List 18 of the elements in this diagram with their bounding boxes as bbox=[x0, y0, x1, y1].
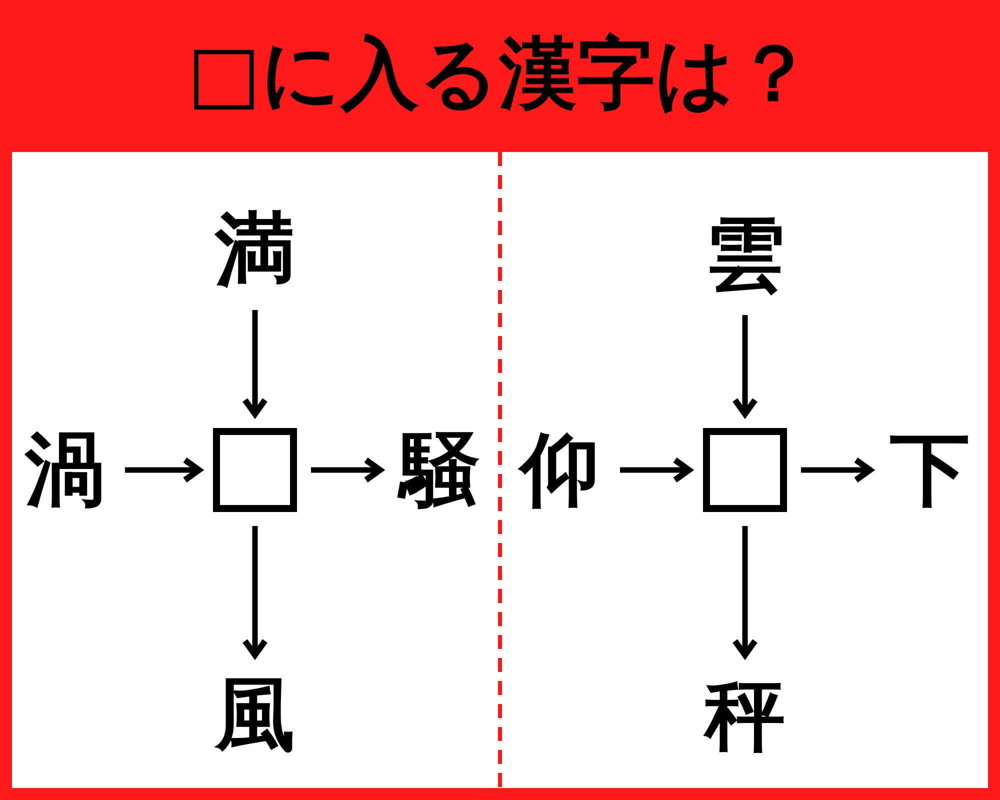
kanji: 雲 bbox=[705, 215, 785, 295]
arrow bbox=[732, 526, 758, 658]
kanji: 満 bbox=[215, 210, 295, 290]
blank-square bbox=[213, 428, 297, 512]
kanji: 風 bbox=[215, 675, 295, 755]
arrow bbox=[125, 457, 202, 483]
title: □に入る漢字は？ bbox=[187, 32, 813, 118]
kanji: 仰 bbox=[520, 430, 600, 510]
blank-square bbox=[703, 428, 787, 512]
kanji: 秤 bbox=[705, 675, 785, 755]
arrow bbox=[242, 310, 268, 417]
kanji: 下 bbox=[890, 430, 970, 510]
arrow bbox=[242, 526, 268, 658]
arrow bbox=[311, 457, 383, 483]
arrow bbox=[732, 315, 758, 417]
arrow bbox=[620, 457, 692, 483]
kanji: 渦 bbox=[25, 430, 105, 510]
arrow bbox=[801, 457, 873, 483]
